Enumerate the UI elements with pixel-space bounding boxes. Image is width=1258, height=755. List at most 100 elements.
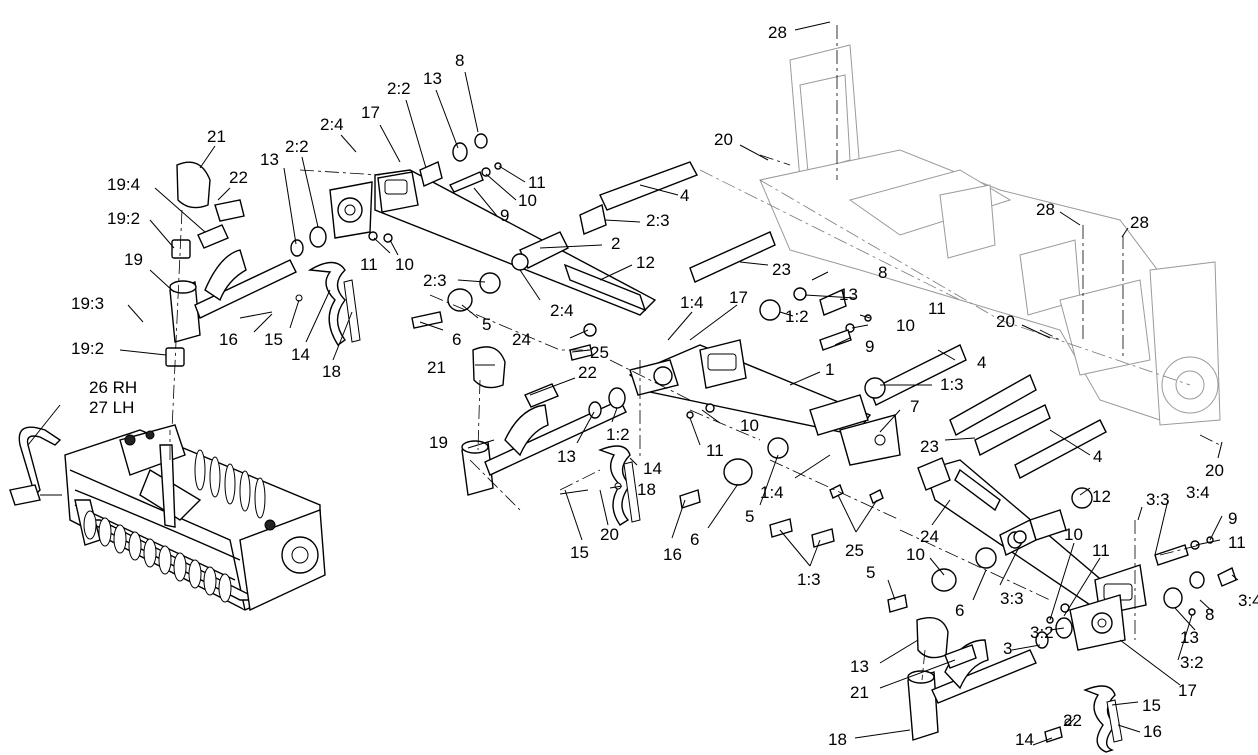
callout-label: 6 xyxy=(955,601,964,620)
callout-label: 24 xyxy=(512,330,531,349)
callout-label: 3 xyxy=(1003,639,1012,658)
callout-label: 6 xyxy=(690,530,699,549)
callout-label: 20 xyxy=(996,312,1015,331)
callout-label: 3:4 xyxy=(1186,483,1210,502)
caster-fork-19-upper xyxy=(165,161,297,431)
lift-arm-3 xyxy=(924,459,1147,651)
callout-label: 16 xyxy=(663,545,682,564)
callout-label: 19:2 xyxy=(71,339,104,358)
callout-label: 10 xyxy=(395,255,414,274)
callout-label: 13 xyxy=(1180,628,1199,647)
callout-label: 25 xyxy=(590,343,609,362)
callout-label: 1:4 xyxy=(680,293,704,312)
center-lines xyxy=(169,25,1221,601)
callout-label: 1:2 xyxy=(785,307,809,326)
callout-label: 24 xyxy=(920,527,939,546)
callout-label: 22 xyxy=(229,168,248,187)
callout-label: 2 xyxy=(611,234,620,253)
callout-label: 19 xyxy=(429,433,448,452)
callout-label: 2:2 xyxy=(387,79,411,98)
callout-label: 1:4 xyxy=(760,483,784,502)
callout-label: 13 xyxy=(260,150,279,169)
callout-label: 19 xyxy=(124,250,143,269)
callout-label: 18 xyxy=(637,480,656,499)
callout-label: 22 xyxy=(578,363,597,382)
callout-label: 19:2 xyxy=(107,209,140,228)
callout-label: 14 xyxy=(291,345,310,364)
callout-label: 26 RH xyxy=(89,378,137,397)
callout-label: 11 xyxy=(360,255,378,274)
callout-label: 14 xyxy=(1015,730,1034,749)
callout-label: 10 xyxy=(518,191,537,210)
callout-label: 2:4 xyxy=(320,115,344,134)
hardware-lower-right xyxy=(887,457,1237,753)
callout-label: 27 LH xyxy=(89,398,134,417)
callout-label: 9 xyxy=(500,206,509,225)
hanger-bracket-26-27 xyxy=(9,426,62,506)
callout-label: 21 xyxy=(850,683,869,702)
callout-label: 10 xyxy=(740,416,759,435)
callout-label: 10 xyxy=(1064,525,1083,544)
callout-label: 3:4 xyxy=(1238,591,1258,610)
callout-label: 11 xyxy=(1092,541,1110,560)
callout-label: 11 xyxy=(1228,533,1246,552)
callout-label: 14 xyxy=(643,459,662,478)
callout-label: 3:2 xyxy=(1030,623,1054,642)
callouts: 28 20 28 28 20 20 8 13 2:2 17 2:4 13 2:2… xyxy=(71,23,1258,749)
callout-label: 20 xyxy=(1205,461,1224,480)
callout-label: 21 xyxy=(207,127,226,146)
callout-label: 8 xyxy=(1205,605,1214,624)
callout-label: 11 xyxy=(928,299,946,318)
callout-label: 9 xyxy=(865,337,874,356)
callout-label: 10 xyxy=(896,316,915,335)
callout-label: 2:3 xyxy=(423,271,447,290)
callout-label: 23 xyxy=(920,437,939,456)
caster-fork-19-center xyxy=(461,346,627,496)
leader-lines xyxy=(27,21,1239,746)
callout-label: 18 xyxy=(828,730,847,749)
callout-label: 1 xyxy=(825,360,834,379)
callout-label: 1:3 xyxy=(940,375,964,394)
callout-label: 13 xyxy=(839,285,858,304)
callout-label: 16 xyxy=(219,330,238,349)
callout-label: 4 xyxy=(1093,447,1102,466)
callout-label: 4 xyxy=(680,186,689,205)
callout-label: 15 xyxy=(264,330,283,349)
callout-label: 13 xyxy=(423,69,442,88)
callout-label: 28 xyxy=(768,23,787,42)
callout-label: 10 xyxy=(906,545,925,564)
callout-label: 25 xyxy=(845,541,864,560)
callout-label: 8 xyxy=(455,51,464,70)
callout-label: 19:3 xyxy=(71,294,104,313)
callout-label: 3:3 xyxy=(1146,490,1170,509)
callout-label: 7 xyxy=(910,397,919,416)
callout-label: 18 xyxy=(322,362,341,381)
callout-label: 16 xyxy=(1143,722,1162,741)
callout-label: 6 xyxy=(452,330,461,349)
callout-label: 28 xyxy=(1036,200,1055,219)
callout-label: 28 xyxy=(1130,213,1149,232)
callout-label: 20 xyxy=(714,130,733,149)
hardware-center xyxy=(559,287,1107,548)
callout-label: 22 xyxy=(1063,711,1082,730)
callout-label: 5 xyxy=(866,563,875,582)
callout-label: 13 xyxy=(850,657,869,676)
callout-label: 2:2 xyxy=(285,137,309,156)
callout-label: 9 xyxy=(1228,509,1237,528)
callout-label: 17 xyxy=(1178,681,1197,700)
hardware-upper-left xyxy=(239,133,776,346)
callout-label: 1:2 xyxy=(606,425,630,444)
callout-label: 19:4 xyxy=(107,175,140,194)
callout-label: 15 xyxy=(570,543,589,562)
callout-label: 15 xyxy=(1142,696,1161,715)
callout-label: 8 xyxy=(878,263,887,282)
callout-label: 12 xyxy=(1092,487,1111,506)
callout-label: 17 xyxy=(361,103,380,122)
caster-fork-19-lower xyxy=(907,617,1037,741)
callout-label: 23 xyxy=(772,260,791,279)
callout-label: 13 xyxy=(557,447,576,466)
callout-label: 3:3 xyxy=(1000,589,1024,608)
callout-label: 17 xyxy=(729,288,748,307)
callout-label: 11 xyxy=(706,441,724,460)
